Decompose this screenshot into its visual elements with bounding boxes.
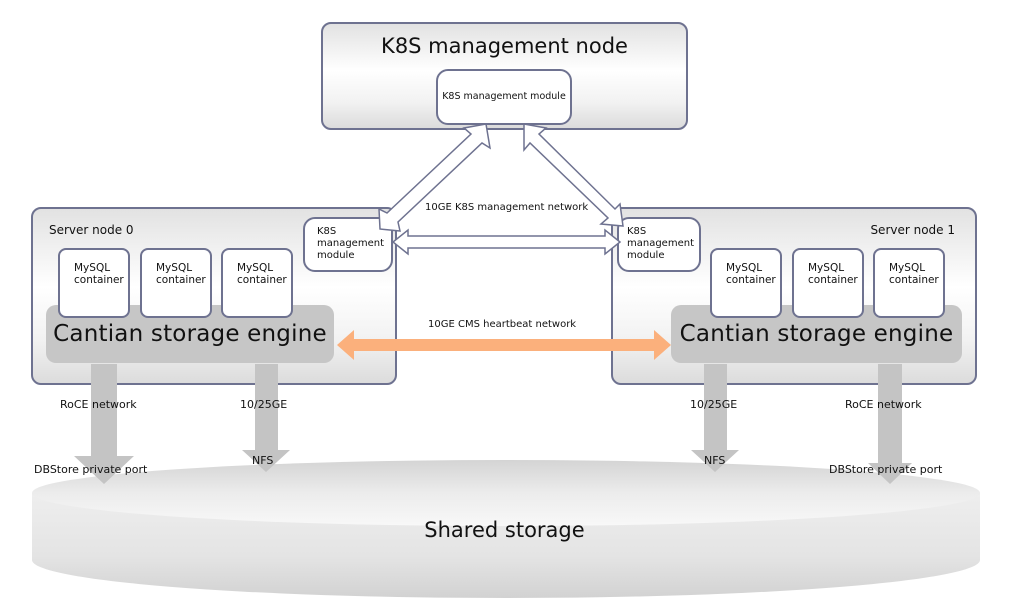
server-node-0-title: Server node 0 xyxy=(49,223,134,237)
roce-label-node-0: RoCE network xyxy=(60,398,137,411)
k8s-network-label: 10GE K8S management network xyxy=(425,202,589,213)
container-label: container xyxy=(889,274,939,286)
nfs-label-node-0: NFS xyxy=(252,454,274,467)
container-label: MySQL xyxy=(74,262,111,274)
k8s-module-line: K8S xyxy=(627,226,647,237)
mysql-container: MySQL container xyxy=(792,248,864,318)
k8s-management-module-label: K8S management module xyxy=(442,91,566,102)
k8s-module-line: management xyxy=(627,238,694,249)
k8s-module-line: K8S xyxy=(317,226,337,237)
server-node-0-k8s-module: K8S management module xyxy=(303,217,393,272)
dbstore-port-label-node-0: DBStore private port xyxy=(34,463,148,476)
mysql-container: MySQL container xyxy=(221,248,293,318)
container-label: MySQL xyxy=(808,262,845,274)
k8s-management-module: K8S management module xyxy=(436,69,572,125)
roce-label-node-1: RoCE network xyxy=(845,398,922,411)
container-label: MySQL xyxy=(889,262,926,274)
bandwidth-label-node-1: 10/25GE xyxy=(690,398,738,411)
container-label: container xyxy=(808,274,858,286)
shared-storage-label: Shared storage xyxy=(424,518,585,542)
k8s-management-node-title: K8S management node xyxy=(381,34,628,58)
storage-engine-label: Cantian storage engine xyxy=(53,321,327,347)
container-label: container xyxy=(74,274,124,286)
server-node-1-title: Server node 1 xyxy=(870,223,955,237)
container-label: container xyxy=(726,274,776,286)
container-label: MySQL xyxy=(237,262,274,274)
container-label: container xyxy=(237,274,287,286)
storage-engine-label: Cantian storage engine xyxy=(679,321,954,347)
k8s-module-line: management xyxy=(317,238,384,249)
container-label: container xyxy=(156,274,206,286)
container-label: MySQL xyxy=(156,262,193,274)
mysql-container: MySQL container xyxy=(140,248,212,318)
mysql-container: MySQL container xyxy=(710,248,782,318)
k8s-module-line: module xyxy=(627,250,665,261)
storage-cylinder-top xyxy=(32,460,980,526)
container-label: MySQL xyxy=(726,262,763,274)
bandwidth-label-node-0: 10/25GE xyxy=(240,398,288,411)
cms-network-label: 10GE CMS heartbeat network xyxy=(428,319,577,330)
server-node-1-k8s-module: K8S management module xyxy=(617,217,701,272)
k8s-module-line: module xyxy=(317,250,355,261)
nfs-label-node-1: NFS xyxy=(704,454,726,467)
dbstore-port-label-node-1: DBStore private port xyxy=(829,463,943,476)
mysql-container: MySQL container xyxy=(58,248,130,318)
mysql-container: MySQL container xyxy=(873,248,945,318)
